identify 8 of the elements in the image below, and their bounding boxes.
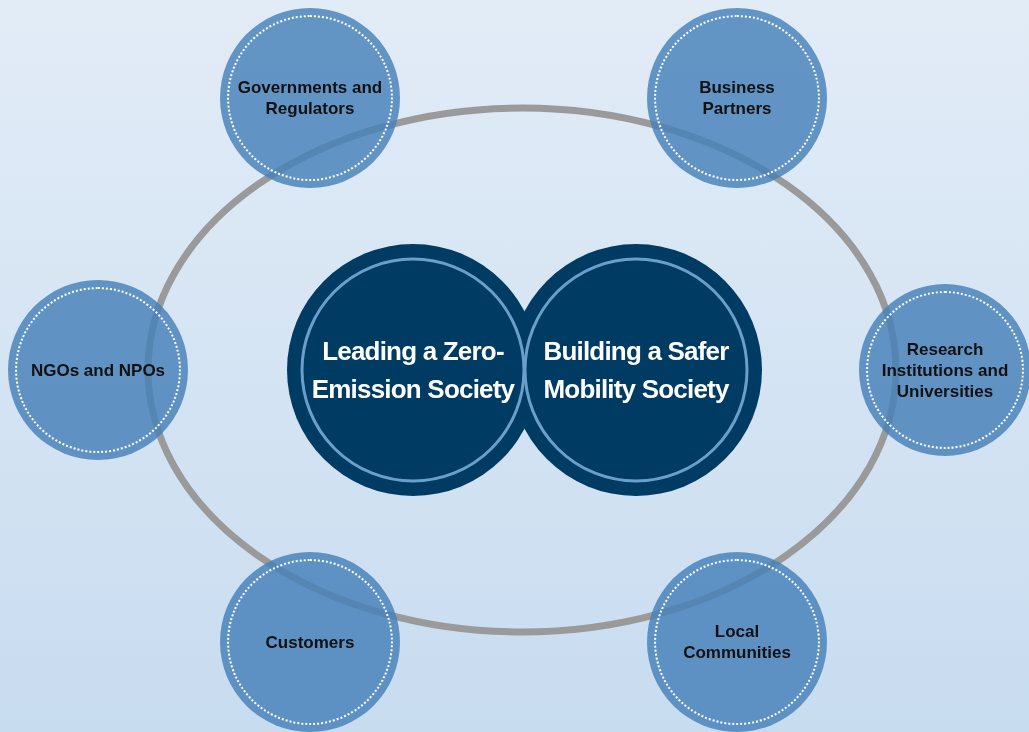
- circle-label: Customers: [264, 631, 356, 653]
- circle-label: NGOs and NPOs: [29, 359, 167, 381]
- circle-label: Governments and Regulators: [236, 77, 384, 119]
- circle-label: Business Partners: [698, 77, 776, 119]
- circle-label: Local Communities: [682, 621, 792, 663]
- circle-label: Leading a Zero-Emission Society: [310, 335, 516, 406]
- circle-label: Research Institutions and Universities: [880, 338, 1010, 402]
- circle-label: Building a Safer Mobility Society: [542, 335, 730, 406]
